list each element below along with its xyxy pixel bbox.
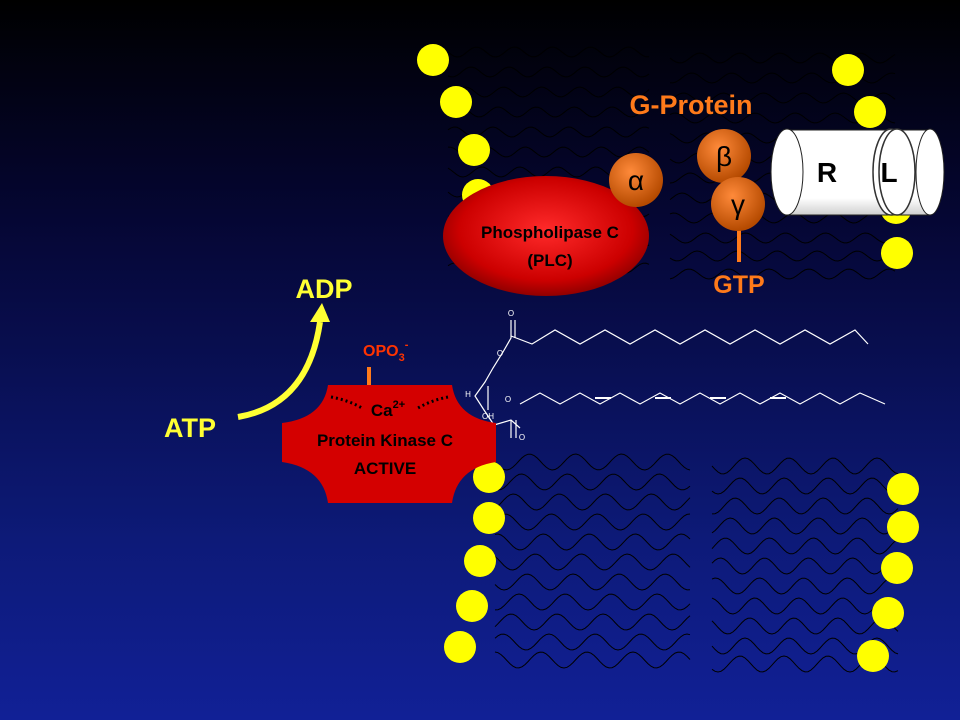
lipid-tail: [711, 557, 898, 575]
lipid-tail: [494, 633, 691, 651]
plc-enzyme: [443, 176, 649, 296]
phosphate-base: OPO: [363, 343, 399, 360]
atp-adp-arrow: [237, 321, 323, 420]
lipid-head: [872, 597, 904, 629]
dag-o-bottom: O: [519, 433, 525, 442]
lipid-head: [458, 134, 490, 166]
lipid-head: [881, 237, 913, 269]
lipid-head: [881, 552, 913, 584]
lipid-tail: [669, 212, 896, 224]
receptor-label: R: [817, 157, 837, 188]
lipid-tail: [494, 513, 691, 531]
lower-membrane-tails: [494, 453, 899, 673]
lipid-tail: [669, 232, 896, 244]
lipid-tail: [669, 268, 896, 280]
pkc-status: ACTIVE: [354, 459, 416, 478]
lipid-tail: [711, 497, 899, 515]
pkc-name: Protein Kinase C: [317, 431, 453, 450]
lipid-head: [887, 511, 919, 543]
lipid-tail: [494, 593, 691, 611]
lipid-head: [857, 640, 889, 672]
calcium-label: Ca2+: [371, 399, 405, 420]
lipid-tail: [494, 453, 691, 471]
dag-oh: OH: [482, 412, 494, 421]
lipid-tail: [494, 573, 691, 591]
lipid-tail: [494, 613, 691, 631]
lipid-head: [464, 545, 496, 577]
lipid-head: [456, 590, 488, 622]
lipid-tail: [494, 651, 691, 669]
lipid-head: [473, 461, 505, 493]
dag-o-ester1: O: [497, 349, 503, 358]
gamma-subunit: [711, 177, 765, 231]
calcium-symbol: Ca: [371, 401, 393, 420]
lipid-head: [887, 473, 919, 505]
lipid-tail: [447, 66, 650, 78]
pkc-enzyme: [282, 385, 496, 503]
beta-subunit: [697, 129, 751, 183]
lipid-tail: [447, 46, 649, 58]
lipid-tail: [669, 112, 896, 124]
plc-abbrev: (PLC): [527, 251, 572, 270]
lipid-tail: [711, 617, 899, 635]
lipid-head: [417, 44, 449, 76]
lipid-tail: [711, 457, 899, 475]
lipid-head: [473, 502, 505, 534]
dag-molecule: [474, 320, 886, 438]
lipid-tail: [494, 533, 691, 551]
lipid-tail: [494, 553, 691, 571]
alpha-label: α: [628, 165, 644, 196]
pkc-dotted-arc-right: [417, 395, 449, 410]
lipid-tail: [494, 473, 691, 491]
lipid-head: [854, 96, 886, 128]
ligand-label: L: [880, 157, 897, 188]
lipid-head: [440, 86, 472, 118]
lipid-tail: [494, 493, 691, 511]
lipid-tail: [669, 250, 896, 262]
lipid-tail: [447, 86, 650, 98]
adp-label: ADP: [295, 274, 352, 304]
lipid-tail: [711, 577, 899, 595]
lipid-tail: [711, 517, 899, 535]
pkc-dotted-arc-left: [330, 395, 363, 410]
lipid-head: [444, 631, 476, 663]
lipid-tail: [447, 126, 650, 138]
lipid-tail: [447, 106, 650, 118]
phosphate-subscript: 3: [399, 352, 405, 364]
beta-label: β: [716, 141, 732, 172]
dag-o-top: O: [508, 309, 514, 318]
alpha-subunit: [609, 153, 663, 207]
atp-label: ATP: [164, 413, 216, 443]
lipid-tail: [669, 52, 896, 64]
lipid-tail: [711, 477, 899, 495]
calcium-charge: 2+: [393, 399, 406, 411]
phosphate-label: OPO3-: [363, 339, 409, 364]
receptor-cylinder: R L: [770, 128, 945, 216]
phosphate-charge: -: [405, 339, 409, 351]
arrow-head: [310, 303, 330, 322]
lipid-tail: [711, 597, 899, 615]
lipid-tail: [711, 537, 899, 555]
g-protein-label: G-Protein: [629, 90, 752, 120]
plc-name: Phospholipase C: [481, 223, 619, 242]
gtp-label: GTP: [713, 271, 764, 299]
lipid-tail: [669, 92, 896, 104]
dag-h: H: [465, 390, 471, 399]
lipid-head: [832, 54, 864, 86]
gamma-label: γ: [731, 189, 745, 220]
dag-o-ester2: O: [505, 395, 511, 404]
